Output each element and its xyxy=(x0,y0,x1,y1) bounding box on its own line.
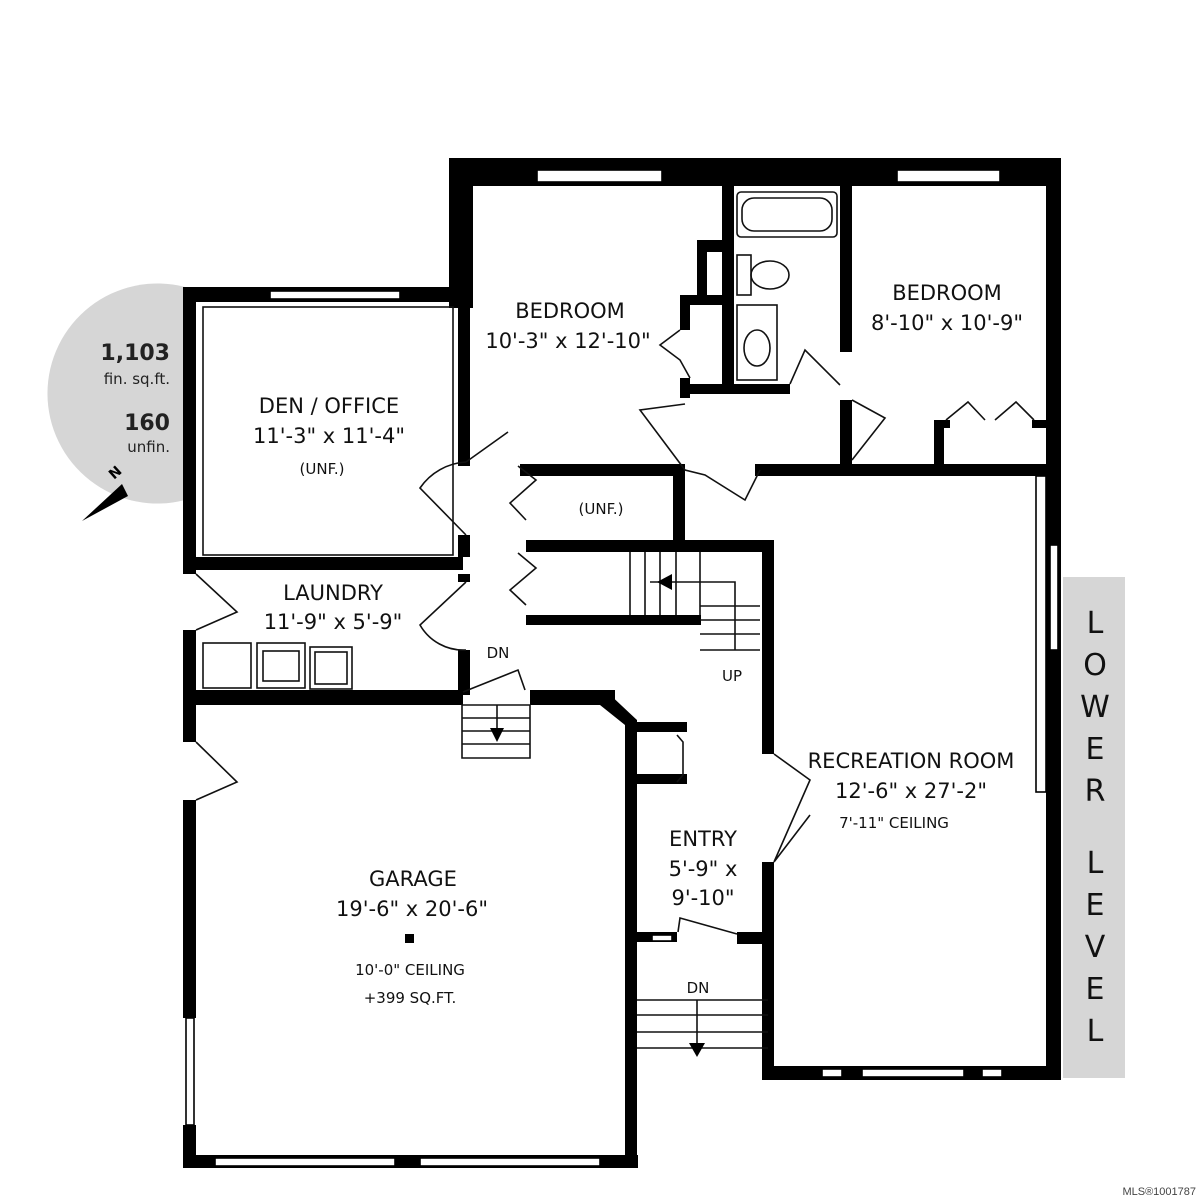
entry-dims-line2: 9'-10" xyxy=(671,886,734,910)
unfinished-area-label: unfin. xyxy=(127,438,170,456)
garage-ceiling: 10'-0" CEILING xyxy=(355,961,465,979)
bathtub-icon xyxy=(736,191,838,238)
garage-dims: 19'-6" x 20'-6" xyxy=(336,897,488,921)
fixtures xyxy=(202,191,838,690)
stairs xyxy=(461,552,768,1057)
washer-icon xyxy=(256,642,306,689)
laundry-dims: 11'-9" x 5'-9" xyxy=(264,610,403,634)
level-letter: O xyxy=(1083,648,1107,683)
room-labels: BEDROOM 10'-3" x 12'-10" BEDROOM 8'-10" … xyxy=(253,281,1023,1007)
unfinished-area-value: 160 xyxy=(124,411,170,436)
stair-arrow-icon xyxy=(657,574,672,590)
bedroom1-dims: 10'-3" x 12'-10" xyxy=(485,329,650,353)
down-arrow-icon xyxy=(490,728,504,742)
level-letter: W xyxy=(1080,690,1110,725)
den-note: (UNF.) xyxy=(300,460,345,478)
garage-extra-area: +399 SQ.FT. xyxy=(364,989,457,1007)
toilet-tank xyxy=(736,254,752,296)
level-letter: E xyxy=(1086,888,1105,923)
bedroom2-dims: 8'-10" x 10'-9" xyxy=(871,311,1023,335)
stairs-up-label: UP xyxy=(722,667,742,685)
bedroom2-name: BEDROOM xyxy=(892,281,1002,305)
level-letter: L xyxy=(1087,1014,1104,1049)
sink-cabinet xyxy=(736,304,778,381)
entry-dn-label: DN xyxy=(687,979,710,997)
down-arrow-icon xyxy=(689,1043,705,1057)
bedroom1-name: BEDROOM xyxy=(515,299,625,323)
garage-marker xyxy=(405,934,414,943)
sink-icon xyxy=(743,329,771,367)
mls-watermark: MLS®1001787 xyxy=(1122,1186,1196,1198)
finished-area-value: 1,103 xyxy=(100,341,170,366)
level-letter: V xyxy=(1085,930,1106,965)
north-arrow-icon xyxy=(82,484,128,521)
level-letter: L xyxy=(1087,846,1104,881)
storage-note: (UNF.) xyxy=(579,500,624,518)
recreation-dims: 12'-6" x 27'-2" xyxy=(835,779,987,803)
den-dims: 11'-3" x 11'-4" xyxy=(253,424,405,448)
level-letter: E xyxy=(1086,972,1105,1007)
recreation-name: RECREATION ROOM xyxy=(808,749,1015,773)
level-letter: E xyxy=(1086,732,1105,767)
den-inner-outline xyxy=(202,306,454,556)
laundry-counter xyxy=(202,642,252,689)
garage-name: GARAGE xyxy=(369,867,457,891)
entry-dims-line1: 5'-9" x xyxy=(669,857,738,881)
level-letter: R xyxy=(1085,774,1106,809)
recreation-ceiling: 7'-11" CEILING xyxy=(839,814,949,832)
den-name: DEN / OFFICE xyxy=(259,394,399,418)
entry-name: ENTRY xyxy=(669,827,737,851)
toilet-icon xyxy=(750,260,790,290)
finished-area-label: fin. sq.ft. xyxy=(104,370,170,388)
windows xyxy=(185,169,1059,1167)
stairs-dn-label: DN xyxy=(487,644,510,662)
laundry-name: LAUNDRY xyxy=(283,581,383,605)
level-label: L O W E R L E V E L xyxy=(1063,577,1125,1078)
doors xyxy=(195,329,1035,935)
area-badge: 1,103 fin. sq.ft. 160 unfin. N xyxy=(47,283,185,521)
dryer-icon xyxy=(309,646,353,690)
level-letter: L xyxy=(1087,606,1104,641)
